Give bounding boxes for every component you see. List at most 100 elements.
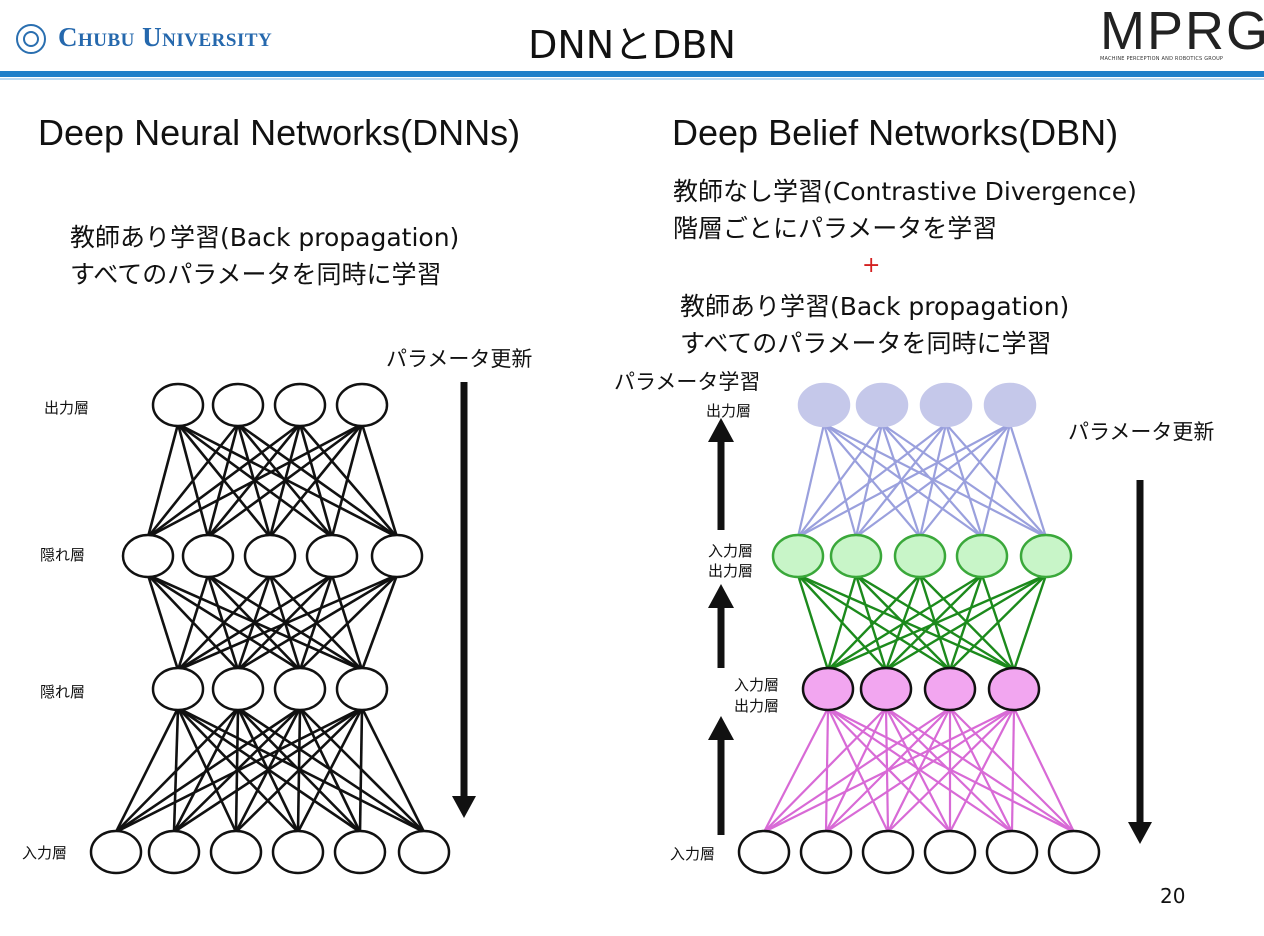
dbn-edge-top (980, 423, 1012, 538)
dnn-edge (177, 422, 398, 539)
dnn-edge (114, 707, 180, 833)
dnn-edge (235, 707, 363, 833)
dnn-edge (237, 573, 398, 672)
dnn-edge (299, 423, 398, 538)
dbn-lower-neuron (859, 666, 913, 712)
dnn-desc-line-2: すべてのパラメータを同時に学習 (70, 260, 442, 289)
dnn-edge (268, 423, 364, 538)
dnn-edge (146, 423, 240, 538)
dbn-edge-mid (854, 574, 888, 671)
dbn-edge-low (763, 707, 1015, 833)
dbn-lower-input-label: 入力層 (734, 676, 780, 694)
dbn-edge-low (824, 707, 830, 833)
dbn-input-layer-label: 入力層 (670, 845, 716, 863)
dnn-edge (115, 706, 301, 834)
dnn-hidden-neuron (243, 533, 297, 579)
dbn-desc1-line-1: 教師なし学習(Contrastive Divergence) (673, 177, 1137, 206)
dbn-edge-top (823, 423, 1047, 538)
dbn-edge-low (763, 707, 829, 833)
dbn-edge-top (796, 423, 826, 538)
dnn-hidden-neuron (335, 666, 389, 712)
dnn-output-neuron (211, 382, 265, 428)
dnn-edge (330, 423, 364, 538)
dbn-neurons (737, 382, 1101, 875)
dnn-output-layer-label: 出力層 (44, 399, 90, 417)
university-name: Chubu University (58, 22, 273, 52)
dnn-edge (207, 422, 363, 539)
dbn-input-neuron (799, 829, 853, 875)
dnn-edge (177, 574, 271, 671)
dbn-desc1-line-2: 階層ごとにパラメータを学習 (673, 214, 998, 243)
dnn-edge (358, 707, 364, 833)
dbn-upper-output-label: 出力層 (708, 562, 754, 580)
dbn-edge-low (1013, 707, 1075, 833)
dbn-lower-neuron (923, 666, 977, 712)
dbn-edge-low (887, 707, 1015, 833)
dbn-edge-mid (885, 573, 1047, 672)
dbn-connections (763, 423, 1075, 833)
dbn-desc2-line-1: 教師あり学習(Back propagation) (680, 292, 1070, 321)
dbn-output-layer-label: 出力層 (706, 402, 752, 420)
dbn-output-neuron (797, 382, 851, 428)
dbn-lower-neuron (987, 666, 1041, 712)
slide-header: Chubu University DNNとDBN MPRG MACHINE PE… (0, 0, 1264, 84)
slide-title: DNNとDBN (528, 23, 736, 67)
dbn-middle-neuron (1019, 533, 1073, 579)
dnn-hidden-neuron (273, 666, 327, 712)
dbn-edge-top (854, 423, 884, 538)
dbn-edge-top (797, 423, 1011, 538)
dbn-edge-low (949, 707, 1015, 833)
dbn-output-neuron (855, 382, 909, 428)
header-divider (0, 71, 1264, 77)
dbn-middle-neuron (893, 533, 947, 579)
dbn-input-neuron (985, 829, 1039, 875)
dnn-edge (360, 574, 399, 671)
dbn-edge-top (855, 423, 1011, 538)
dnn-edge (360, 707, 426, 833)
dbn-edge-top (919, 423, 1011, 538)
dbn-edge-low (763, 707, 951, 833)
plus-sign: + (862, 253, 881, 278)
dnn-input-neuron (397, 829, 451, 875)
dnn-edge (147, 422, 301, 539)
dbn-update-arrowhead (1128, 822, 1152, 844)
dnn-input-neuron (89, 829, 143, 875)
dbn-upper-input-label: 入力層 (708, 542, 754, 560)
dnn-edge (177, 573, 333, 672)
dbn-edge-mid (1012, 574, 1048, 671)
dbn-edge-low (825, 707, 1015, 833)
dnn-hidden-neuron (211, 666, 265, 712)
dnn-input-neuron (271, 829, 325, 875)
dbn-edge-top (797, 423, 947, 538)
dbn-middle-neuron (829, 533, 883, 579)
dbn-edge-mid (827, 573, 983, 672)
dnn-edge (147, 422, 363, 539)
dnn-output-neuron (273, 382, 327, 428)
dnn-hidden-neuron (121, 533, 175, 579)
dbn-input-neuron (861, 829, 915, 875)
dnn-edge (296, 707, 364, 833)
dnn-hidden-neuron (151, 666, 205, 712)
dnn-hidden-neuron (370, 533, 424, 579)
dbn-edge-low (1010, 707, 1016, 833)
dbn-middle-neuron (771, 533, 825, 579)
dnn-output-neuron (151, 382, 205, 428)
dbn-edge-mid (949, 574, 1047, 671)
dnn-hidden-layer-1-label: 隠れ層 (40, 546, 86, 564)
dnn-input-neuron (333, 829, 387, 875)
dnn-edge (173, 706, 363, 834)
dnn-edge (360, 423, 399, 538)
dnn-edge (177, 573, 398, 672)
dbn-input-neuron (1047, 829, 1101, 875)
dbn-edge-top (1008, 423, 1048, 538)
dnn-hidden-layer-2-label: 隠れ層 (40, 683, 86, 701)
dnn-edge (115, 707, 239, 833)
dnn-neurons (89, 382, 451, 875)
dbn-edge-top (855, 423, 947, 538)
dbn-edge-top (797, 423, 883, 538)
dbn-learn-arrowhead-mid (708, 584, 734, 608)
dbn-lower-neuron (801, 666, 855, 712)
dbn-input-neuron (923, 829, 977, 875)
dbn-edge-low (763, 707, 887, 833)
lab-logo: MPRG (1100, 1, 1264, 61)
